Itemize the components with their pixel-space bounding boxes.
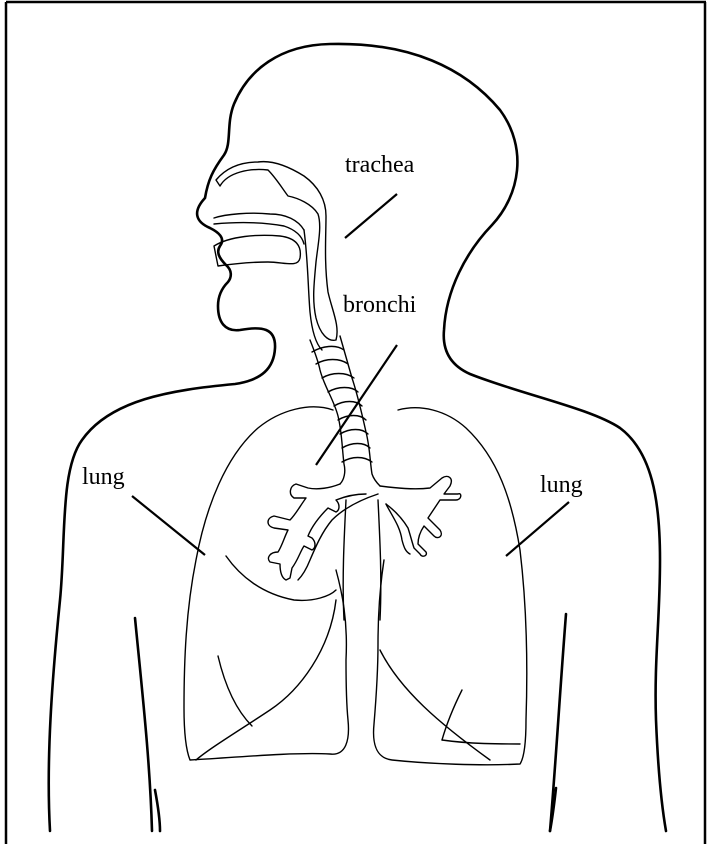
tongue [214,235,300,266]
mediastinum-left [343,500,346,620]
palate [214,213,304,230]
frame [6,2,706,844]
label-lung-left: lung [82,464,125,490]
label-bronchi: bronchi [343,292,417,318]
left-lung [184,407,348,760]
trachea-ring [342,458,372,463]
right-lung [374,408,527,765]
left-bronchus [268,484,366,580]
pharynx [304,230,322,350]
trachea-ring [316,360,348,365]
trachea-ring [340,430,368,435]
left-lung-fissure-inner [218,656,252,726]
left-lung-cardiac-notch [226,556,336,600]
upper-airway [214,162,337,350]
label-lung-right: lung [540,472,583,498]
trachea-ring [322,374,354,379]
trachea-ring [342,444,370,449]
label-trachea: trachea [345,152,415,178]
lung-left-leader-line [132,496,205,555]
trachea-ring [312,346,344,352]
lungs [184,407,527,765]
right-lung-fissure-inner [442,690,462,740]
left-lung-fissure [196,600,336,760]
trachea-leader-line [345,194,397,238]
right-lung-fissure-lower [442,740,520,744]
palate-lower [214,223,304,244]
nasal-cavity [216,162,337,341]
left-arm-crease [135,618,152,831]
trachea [310,336,380,486]
bronchi [268,476,461,580]
trachea-wall-left [310,340,345,484]
trachea-wall-right [340,336,380,486]
left-arm-crease-inner [155,790,160,831]
trachea-ring [328,388,358,393]
right-arm-crease [550,614,566,831]
right-bronchus-branch [386,504,410,554]
bronchi-leader-line [316,345,397,465]
